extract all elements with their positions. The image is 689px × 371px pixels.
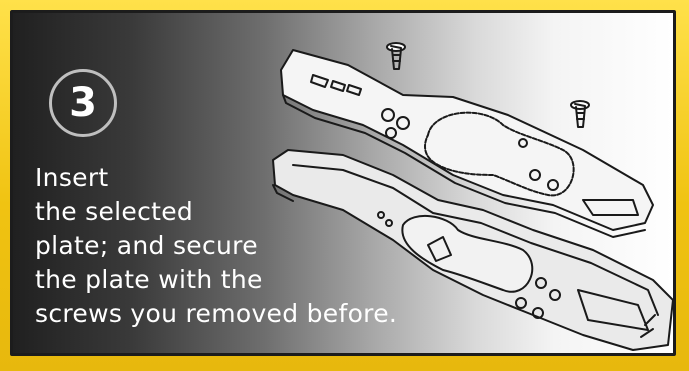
instruction-panel: 3 Insert the selected plate; and secure … xyxy=(10,10,676,356)
assembly-illustration xyxy=(253,25,676,355)
step-number: 3 xyxy=(69,80,97,126)
screw-icon xyxy=(387,43,405,69)
step-number-badge: 3 xyxy=(49,69,117,137)
screw-icon xyxy=(571,101,589,127)
